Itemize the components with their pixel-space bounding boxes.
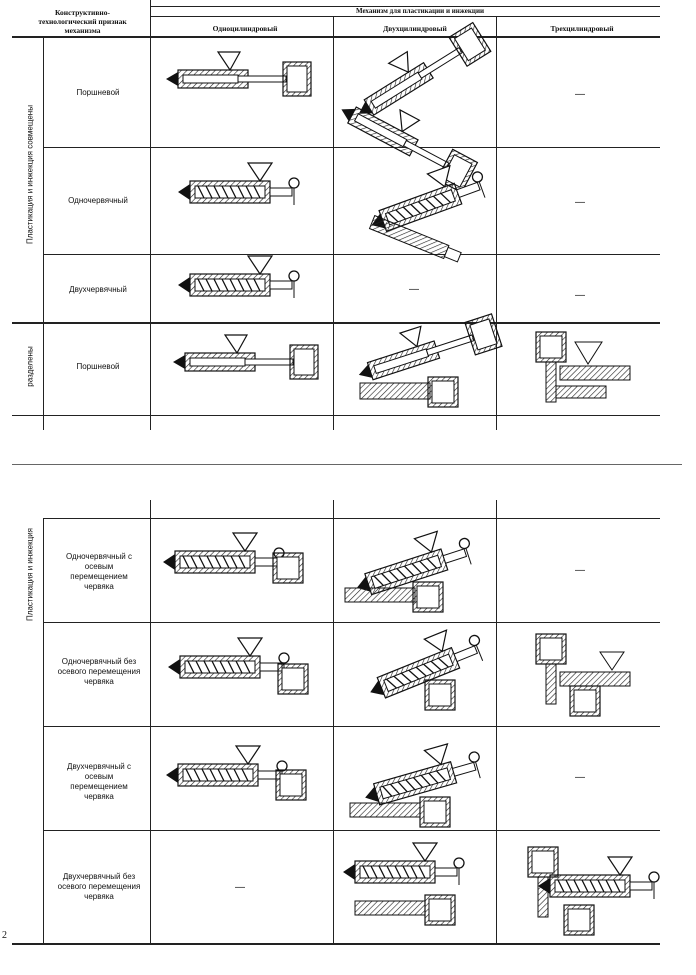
col0b-divider: [150, 500, 151, 943]
row-rule: [43, 254, 660, 255]
drawing-axial-twin-one-cylinder: [165, 745, 307, 801]
header-col-three: Трехцилиндровый: [550, 24, 614, 33]
drawing-twin-screw-one-cylinder: [177, 255, 300, 299]
drawing-fixed-screw-two-cylinder: [358, 619, 488, 711]
row-label: Двухчервячный без осевого перемещения че…: [57, 872, 141, 901]
row-label: Двухчервячный: [69, 285, 127, 294]
row-label: Одночервячный: [68, 196, 128, 205]
drawing-fixed-screw-three-cylinder: [535, 633, 631, 717]
row-rule: [43, 830, 660, 831]
empty-cell-dash: —: [235, 882, 245, 893]
col2-divider: [496, 16, 497, 430]
row-label: Двухчервячный с осевым перемещением черв…: [67, 762, 131, 801]
row-label: Одночервячный с осевым перемещением черв…: [66, 552, 132, 591]
empty-cell-dash: —: [575, 89, 585, 100]
empty-cell-dash: —: [409, 284, 419, 295]
row-label: Поршневой: [76, 362, 120, 371]
header-bottom-rule: [12, 36, 660, 38]
group-separated-label: разделены: [25, 346, 35, 387]
row-label: Поршневой: [76, 88, 120, 97]
row-rule: [12, 415, 660, 416]
drawing-fixed-twin-two-cylinder: [342, 842, 465, 926]
drawing-fixed-twin-three-cylinder: [527, 846, 660, 936]
drawing-piston-one-cylinder: [165, 51, 312, 97]
label-col-divider: [43, 37, 44, 430]
bottom-rule: [12, 943, 660, 945]
row-rule: [43, 622, 660, 623]
bottom-top-rule: [43, 518, 660, 519]
drawing-piston-two-cylinder: [332, 13, 492, 194]
col0-divider: [43, 518, 44, 943]
drawing-axial-screw-two-cylinder: [344, 522, 477, 613]
header-group: Механизм для пластикации и инжекции: [355, 7, 485, 15]
page-break-line: [12, 464, 682, 465]
drawing-separated-piston-one-cylinder: [172, 334, 319, 380]
header-col-two: Двухцилиндровый: [383, 24, 447, 33]
header-col-one: Одноцилиндровый: [212, 24, 278, 33]
empty-cell-dash: —: [575, 772, 585, 783]
row-rule: [43, 147, 660, 148]
drawing-axial-screw-one-cylinder: [162, 532, 304, 584]
drawing-separated-piston-two-cylinder: [349, 303, 503, 408]
col0-divider: [150, 0, 151, 430]
row-label: Одночервячный без осевого перемещения че…: [57, 657, 141, 686]
header-subrule: [150, 16, 660, 17]
drawing-screw-one-cylinder: [177, 162, 300, 206]
header-col0: Конструктивно-технологический признак ме…: [38, 8, 127, 35]
col1-divider: [333, 16, 334, 430]
drawing-axial-twin-two-cylinder: [349, 735, 486, 828]
row-rule: [12, 322, 660, 324]
row-rule: [43, 726, 660, 727]
drawing-fixed-screw-one-cylinder: [167, 637, 309, 695]
group-bottom-label: Пластикация и инжекция: [25, 528, 35, 621]
empty-cell-dash: —: [575, 197, 585, 208]
drawing-separated-piston-three-cylinder: [535, 331, 631, 403]
top-rule: [150, 6, 660, 7]
col1-divider: [333, 500, 334, 943]
empty-cell-dash: —: [575, 565, 585, 576]
drawing-screw-two-cylinder: [360, 155, 491, 263]
empty-cell-dash: —: [575, 290, 585, 301]
col2-divider: [496, 500, 497, 943]
group-combined-label: Пластикация и инжекция совмещены: [25, 105, 35, 244]
margin-mark: 2: [2, 930, 7, 941]
